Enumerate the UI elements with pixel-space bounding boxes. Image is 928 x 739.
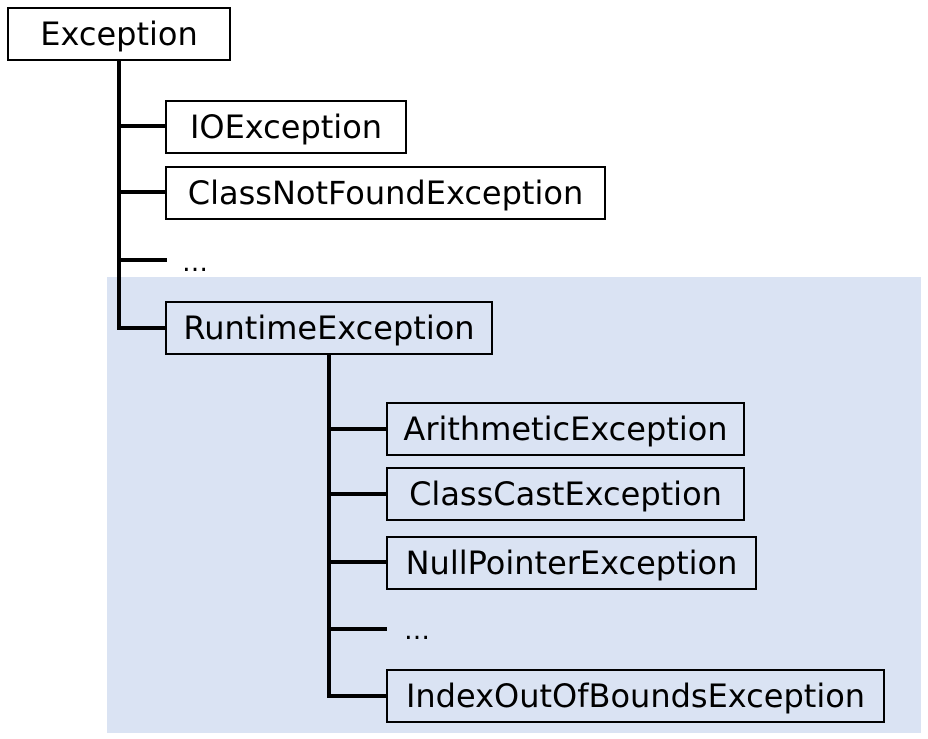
node-runtimeexception: RuntimeException [165, 301, 493, 355]
connector-classnotfoundexception [117, 190, 167, 194]
connector-runtime-ellipsis [327, 627, 387, 631]
node-exception: Exception [7, 7, 231, 61]
root-trunk-line [117, 60, 121, 330]
connector-ioexception [117, 124, 167, 128]
connector-arithmeticexception [327, 427, 387, 431]
connector-nullpointerexception [327, 560, 387, 564]
connector-root-ellipsis [117, 258, 167, 262]
connector-indexoutofboundsexception [327, 694, 387, 698]
runtime-trunk-line [327, 354, 331, 698]
node-classcastexception: ClassCastException [386, 467, 745, 521]
connector-runtimeexception [117, 326, 167, 330]
runtime-ellipsis: … [404, 616, 430, 646]
node-classnotfoundexception: ClassNotFoundException [165, 166, 606, 220]
node-nullpointerexception: NullPointerException [386, 536, 757, 590]
node-indexoutofboundsexception: IndexOutOfBoundsException [386, 669, 885, 723]
root-ellipsis: … [182, 248, 208, 278]
connector-classcastexception [327, 492, 387, 496]
node-arithmeticexception: ArithmeticException [386, 402, 745, 456]
node-ioexception: IOException [165, 100, 407, 154]
